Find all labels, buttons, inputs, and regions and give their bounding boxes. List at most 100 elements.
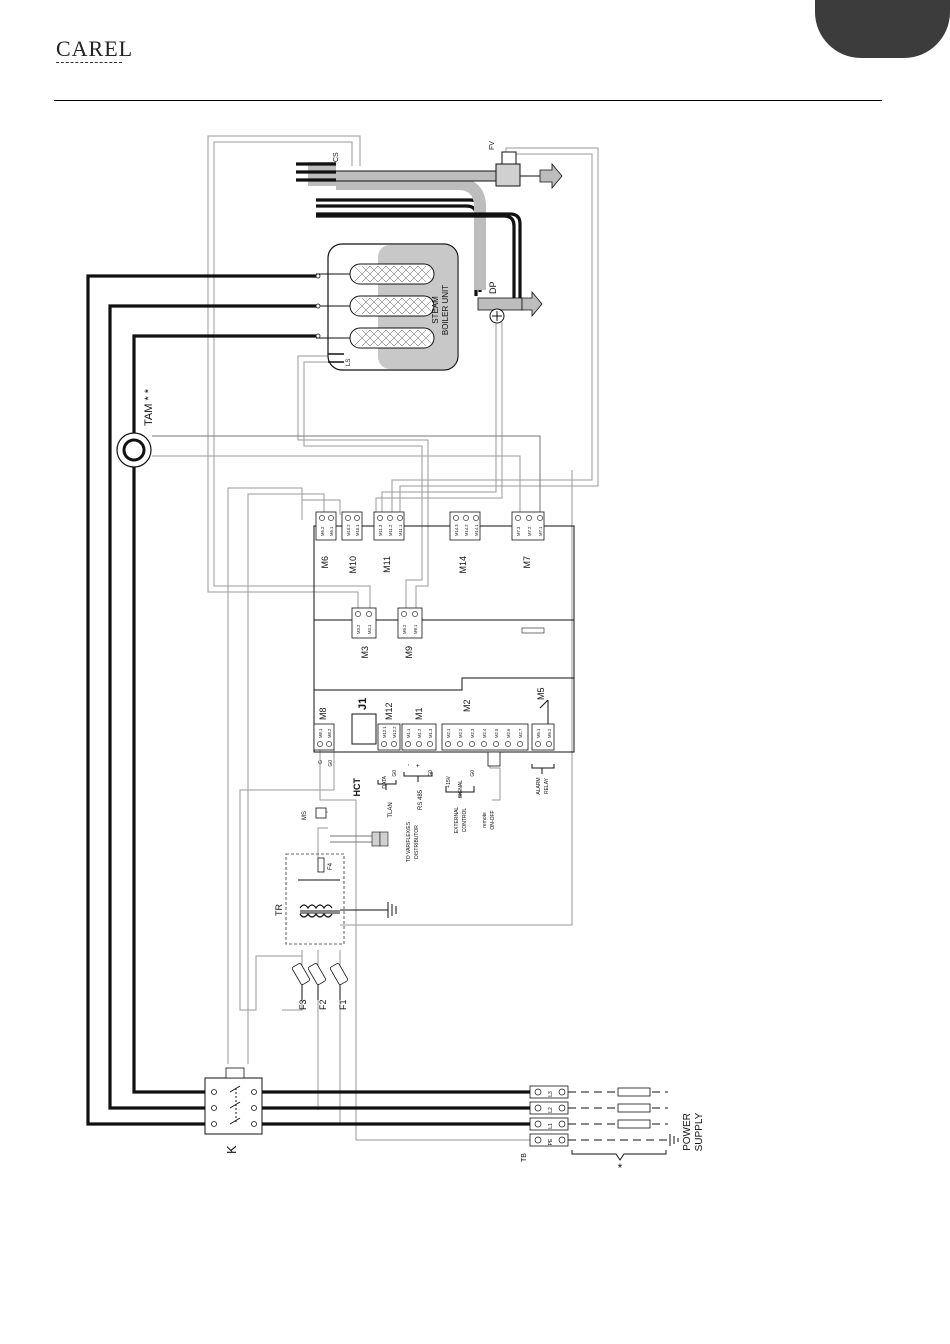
terminal-screw-m8-2 (326, 741, 332, 747)
power-lines (86, 162, 530, 1126)
relay-label: RELAY (544, 777, 550, 794)
supply-label: SUPPLY (694, 1112, 705, 1151)
terminal-screw-m9-1 (412, 611, 418, 617)
terminal-label-m9-2: M9.2 (402, 624, 407, 634)
m9-label: M9 (404, 646, 414, 659)
terminal-screw-m3-1 (366, 611, 372, 617)
m5-label: M5 (536, 687, 546, 700)
terminal-label-m2-4: M2.4 (482, 728, 487, 738)
tam-sensor (116, 432, 152, 468)
f4-label: F4 (328, 862, 334, 870)
f1-label: F1 (338, 999, 348, 1010)
m14-label: M14 (458, 556, 468, 574)
m3-label: M3 (360, 646, 370, 659)
signal-label: SIGNAL (458, 780, 464, 799)
tam-label: TAM * * (143, 388, 155, 426)
ms-switch (315, 807, 327, 819)
terminal-label-m10-1: M10.1 (355, 524, 360, 536)
terminal-label-m10-2: M10.2 (346, 524, 351, 536)
terminal-label-m2-2: M2.2 (458, 728, 463, 738)
tb-pe: PE (548, 1138, 554, 1145)
fill-valve (495, 151, 563, 190)
external-label: EXTERNAL (454, 807, 460, 834)
steam-boiler (315, 243, 459, 371)
g0-small-label: G0 (328, 760, 334, 767)
terminal-screw-m14-2 (463, 515, 469, 521)
on-off-label: ON-OFF (490, 810, 496, 829)
m6-label: M6 (320, 556, 330, 569)
m12-label: M12 (384, 702, 394, 720)
terminal-screw-m7-1 (537, 515, 543, 521)
terminal-screw-m2-6 (505, 741, 511, 747)
plus-label: + (416, 764, 422, 768)
terminal-label-m8-2: M8.2 (327, 728, 332, 738)
ms-label: MS (302, 811, 308, 820)
terminal-label-m9-1: M9.1 (413, 624, 418, 634)
terminal-label-m6-1: M6.1 (329, 526, 334, 536)
carel-logo: CAREL (56, 36, 134, 61)
terminal-screw-m1-1 (405, 741, 411, 747)
terminal-label-m2-3: M2.3 (470, 728, 475, 738)
tb-label: TB (521, 1153, 528, 1162)
f2-label: F2 (318, 999, 328, 1010)
terminal-label-m8-1: M8.1 (318, 728, 323, 738)
j1-label: J1 (357, 698, 369, 710)
hct-label: HCT (352, 778, 362, 797)
tlan-label: TLAN (388, 802, 394, 817)
terminal-screw-m11-2 (387, 515, 393, 521)
terminal-screw-m2-2 (457, 741, 463, 747)
terminal-screw-m1-3 (427, 741, 433, 747)
m8-label: M8 (318, 707, 328, 720)
g0-label-3: G0 (470, 770, 476, 777)
terminal-screw-m1-2 (416, 741, 422, 747)
transformer (285, 853, 397, 945)
tb-l2: L2 (548, 1107, 554, 1113)
terminal-label-m2-5: M2.5 (494, 728, 499, 738)
control-label: CONTROL (462, 808, 468, 833)
tb-l3: L3 (548, 1091, 554, 1097)
terminal-screw-m2-7 (517, 741, 523, 747)
terminal-label-m12-2: M12.2 (392, 726, 397, 738)
terminal-screw-m11-1 (397, 515, 403, 521)
terminal-screw-m10-1 (354, 515, 360, 521)
minus-label: - (406, 764, 412, 766)
terminal-label-m5-1: M5.1 (536, 728, 541, 738)
terminal-screw-m2-3 (469, 741, 475, 747)
terminal-label-m14-2: M14.2 (464, 524, 469, 536)
terminal-label-m11-1: M11.1 (398, 524, 403, 536)
fuses (292, 963, 348, 1000)
data-label: DATA (382, 775, 388, 788)
tb-l1: L1 (548, 1123, 554, 1129)
boiler-unit-label: BOILER UNIT (441, 285, 450, 335)
f3-label: F3 (298, 999, 308, 1010)
distributor-label: DISTRIBUTOR (414, 825, 420, 859)
terminal-screw-m10-2 (345, 515, 351, 521)
g0-label-2: G0 (428, 770, 434, 777)
terminal-label-m2-1: M2.1 (446, 728, 451, 738)
terminal-screw-m7-3 (515, 515, 521, 521)
ls-label: LS (346, 359, 352, 366)
terminal-label-m5-2: M5.2 (547, 728, 552, 738)
terminal-label-m12-1: M12.1 (382, 726, 387, 738)
terminal-screw-m12-2 (391, 741, 397, 747)
terminal-screw-m6-2 (319, 515, 325, 521)
terminal-screw-m14-3 (453, 515, 459, 521)
supply-lines (568, 1087, 679, 1161)
rs485-label: RS 485 (418, 789, 424, 810)
g-small-label: G (318, 760, 324, 764)
terminal-screw-m11-3 (377, 515, 383, 521)
terminal-label-m2-7: M2.7 (518, 728, 523, 738)
terminal-label-m3-1: M3.1 (367, 624, 372, 634)
terminal-label-m7-1: M7.1 (538, 526, 543, 536)
terminal-screw-m7-2 (526, 515, 532, 521)
m2-label: M2 (462, 699, 472, 712)
terminal-screw-m5-2 (546, 741, 552, 747)
terminal-label-m11-2: M11.2 (388, 524, 393, 536)
m11-label: M11 (382, 556, 392, 573)
alarm-label: ALARM (536, 777, 542, 794)
m10-label: M10 (348, 556, 358, 574)
terminal-label-m14-3: M14.3 (454, 524, 459, 536)
m7-label: M7 (522, 556, 532, 569)
terminal-label-m1-1: M1.1 (406, 728, 411, 738)
steam-label: STEAM (431, 296, 440, 324)
